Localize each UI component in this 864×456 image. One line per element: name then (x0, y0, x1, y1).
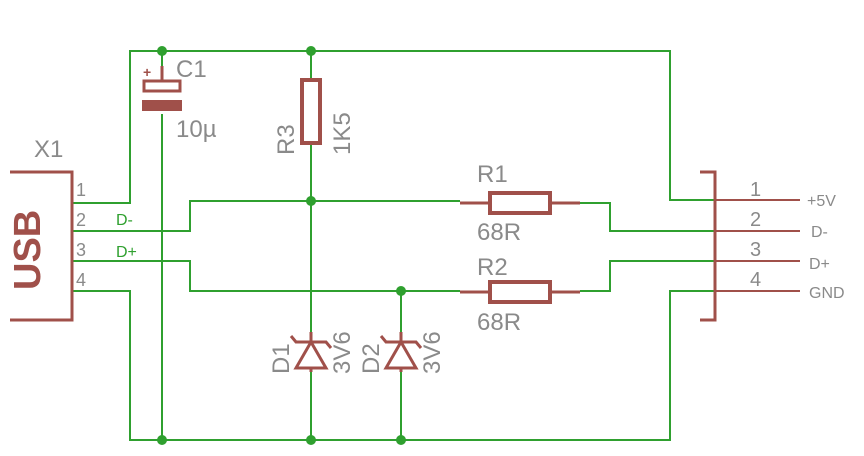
junctions (157, 46, 406, 445)
right-pin-number-4: 4 (750, 269, 761, 291)
c1-polarity-mark: + (143, 64, 151, 80)
junction-dot (157, 46, 167, 56)
zener-diode-d2: D2 3V6 (358, 331, 446, 374)
junction-dot (157, 435, 167, 445)
r1-body (488, 191, 552, 215)
right-connector-outline (700, 170, 717, 322)
r3-body (300, 78, 322, 145)
x1-pin-2: 2 (76, 210, 86, 230)
c1-positive-plate (142, 79, 182, 93)
right-pin-number-3: 3 (750, 239, 761, 261)
wire-vcc-rail (72, 50, 715, 204)
capacitor-c1: + C1 10µ (142, 56, 217, 143)
c1-value-label: 10µ (176, 116, 217, 143)
d1-name-label: D1 (268, 343, 295, 374)
r2-value-label: 68R (477, 309, 521, 336)
junction-dot (306, 46, 316, 56)
usb-connector-outline (10, 170, 74, 322)
junction-dot (396, 435, 406, 445)
r2-body (488, 280, 552, 304)
right-pin-signal-2: D- (811, 224, 828, 241)
usb-connector-x1: X1 USB 1 2 3 4 D- D+ (7, 136, 137, 322)
wire-dminus-right (580, 202, 715, 232)
header-connector-right: 1 2 3 4 +5V D- D+ GND (700, 170, 845, 322)
r3-name-label: R3 (273, 124, 300, 155)
r1-value-label: 68R (477, 219, 521, 246)
x1-pin-1: 1 (76, 180, 86, 200)
right-pin-number-2: 2 (750, 209, 761, 231)
junction-dot (396, 286, 406, 296)
c1-negative-plate (142, 100, 182, 111)
x1-pin-3: 3 (76, 240, 86, 260)
r1-name-label: R1 (477, 161, 508, 188)
d2-value-label: 3V6 (419, 331, 446, 374)
x1-label: X1 (34, 136, 63, 163)
d2-name-label: D2 (358, 343, 385, 374)
wire-dplus (72, 260, 460, 292)
right-pin-signal-4: GND (809, 285, 845, 302)
c1-name-label: C1 (176, 56, 207, 83)
right-pin-signal-3: D+ (809, 256, 830, 273)
d1-cathode-bar (289, 335, 333, 349)
right-pin-number-1: 1 (750, 179, 761, 201)
resistor-r3: R3 1K5 (273, 78, 356, 155)
net-label-dplus: D+ (116, 244, 137, 261)
zener-diode-d1: D1 3V6 (268, 331, 356, 374)
right-pin-signal-1: +5V (807, 193, 836, 210)
r2-name-label: R2 (477, 254, 508, 281)
resistor-r2: R2 68R (460, 254, 580, 336)
d2-cathode-bar (379, 335, 423, 349)
usb-type-label: USB (7, 210, 49, 290)
junction-dot (306, 196, 316, 206)
junction-dot (306, 435, 316, 445)
d2-triangle (383, 338, 419, 370)
wire-dminus (72, 200, 460, 232)
net-label-dminus: D- (116, 212, 133, 229)
resistor-r1: R1 68R (460, 161, 580, 246)
d1-triangle (293, 338, 329, 370)
wire-gnd-rail (72, 290, 715, 441)
wire-dplus-right (580, 260, 715, 292)
r3-value-label: 1K5 (329, 112, 356, 155)
d1-value-label: 3V6 (329, 331, 356, 374)
x1-pin-4: 4 (76, 270, 86, 290)
